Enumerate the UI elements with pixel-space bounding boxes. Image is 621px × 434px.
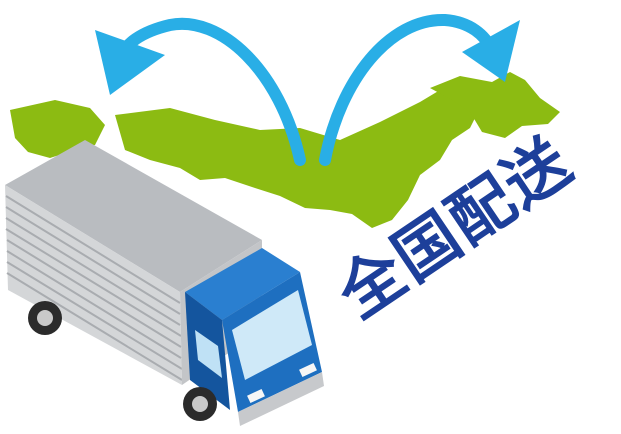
cargo-side — [5, 185, 182, 385]
arrow-left-head — [95, 30, 165, 95]
side-window — [195, 330, 222, 378]
front-bumper — [238, 372, 324, 426]
arrow-right-arc — [319, 13, 498, 166]
front-wheel — [183, 387, 217, 421]
curved-arrow-left-icon — [95, 17, 306, 166]
headlight-right — [299, 362, 317, 378]
windshield — [232, 290, 312, 380]
curved-arrow-right-icon — [319, 13, 520, 166]
rear-wheel — [28, 301, 62, 335]
delivery-truck-icon — [5, 140, 324, 426]
cab-roof — [185, 248, 300, 320]
cargo-top — [5, 140, 262, 292]
headlight-left — [247, 388, 265, 404]
arrow-right-head — [462, 20, 520, 82]
arrow-left-arc — [116, 17, 306, 166]
cargo-ribs — [5, 195, 183, 381]
japan-map-hokkaido — [430, 72, 560, 138]
